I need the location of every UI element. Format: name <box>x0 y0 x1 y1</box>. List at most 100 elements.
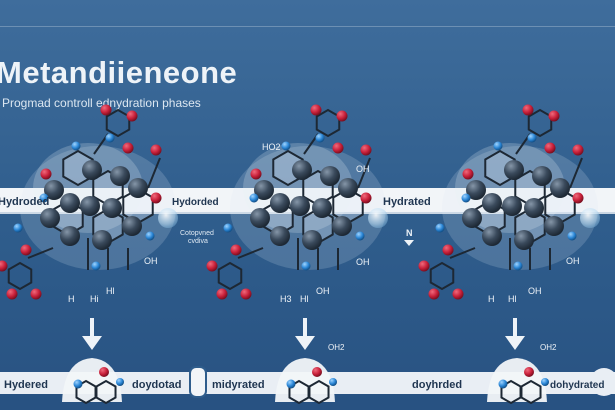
carbon-atom <box>292 160 312 180</box>
bottom-ring-bond <box>7 261 33 291</box>
oxygen-atom <box>0 260 8 272</box>
nitrogen-atom <box>435 223 445 233</box>
diagram-title: Metandiieneone <box>0 55 238 90</box>
nitrogen-atom <box>116 378 124 386</box>
mol2-h2-label: Hl <box>300 294 309 304</box>
water-bubble <box>580 208 600 228</box>
nitrogen-atom <box>355 231 365 241</box>
bottom-label-2: doydotad <box>132 379 182 391</box>
bottom-molecule-1 <box>62 358 124 405</box>
oxygen-atom <box>150 192 162 204</box>
nitrogen-atom <box>281 141 291 151</box>
nitrogen-atom <box>493 141 503 151</box>
carbon-atom <box>250 208 270 228</box>
carbon-atom <box>40 208 60 228</box>
molecule-3 <box>418 104 600 300</box>
band-label-top-right: Hydrated <box>383 196 431 208</box>
carbon-atom <box>92 230 112 250</box>
n-mark-arrow-icon <box>404 240 414 246</box>
molecule-1 <box>0 104 178 300</box>
carbon-atom <box>466 180 486 200</box>
nitrogen-atom <box>527 133 537 143</box>
carbon-atom <box>44 180 64 200</box>
carbon-atom <box>532 166 552 186</box>
mol3-h1-label: H <box>488 294 495 304</box>
oxygen-atom <box>360 192 372 204</box>
carbon-atom <box>504 160 524 180</box>
molecule-2 <box>206 104 388 300</box>
mol1-h2-label: Hi <box>90 294 99 304</box>
oxygen-atom <box>6 288 18 300</box>
oxygen-atom <box>418 260 430 272</box>
center-note-1: Cotopvned <box>180 230 214 237</box>
oxygen-atom <box>544 142 556 154</box>
bottom-label-3: midyrated <box>212 379 265 391</box>
bottom-band-connector <box>189 366 207 398</box>
top-band-shadow <box>0 212 615 214</box>
nitrogen-atom <box>567 231 577 241</box>
mol1-h1-label: H <box>68 294 75 304</box>
nitrogen-atom <box>541 378 549 386</box>
mol3-h3-label: OH <box>528 286 542 296</box>
carbon-atom <box>338 178 358 198</box>
oxygen-atom <box>336 110 348 122</box>
oxygen-atom <box>312 367 322 377</box>
carbon-atom <box>60 193 80 213</box>
oxygen-atom <box>216 288 228 300</box>
bottom-ring-bond <box>429 261 455 291</box>
nitrogen-atom <box>71 141 81 151</box>
nitrogen-atom <box>73 379 83 389</box>
bond <box>449 247 476 259</box>
carbon-atom <box>60 226 80 246</box>
nitrogen-atom <box>329 378 337 386</box>
mol3-h2-label: Hl <box>508 294 517 304</box>
nitrogen-atom <box>513 261 523 271</box>
mol2-h3-label: OH <box>316 286 330 296</box>
carbon-atom <box>122 216 142 236</box>
down-arrow-2-icon <box>295 318 315 350</box>
oxygen-atom <box>20 244 32 256</box>
carbon-atom <box>462 208 482 228</box>
bottom-oh-label-1: OH2 <box>328 343 345 352</box>
bond <box>569 157 583 189</box>
oxygen-atom <box>250 168 262 180</box>
oxygen-atom <box>150 144 162 156</box>
carbon-atom <box>102 198 122 218</box>
bottom-label-5: dohydrated <box>550 380 604 391</box>
bottom-molecule-3 <box>487 358 549 405</box>
oxygen-atom <box>310 104 322 116</box>
oxygen-atom <box>522 104 534 116</box>
oxygen-atom <box>548 110 560 122</box>
carbon-atom <box>320 166 340 186</box>
carbon-atom <box>332 216 352 236</box>
mol2-oh-label: OH <box>356 257 370 267</box>
nitrogen-atom <box>223 223 233 233</box>
bond <box>237 247 264 259</box>
carbon-atom <box>270 193 290 213</box>
carbon-atom <box>302 230 322 250</box>
carbon-atom <box>544 216 564 236</box>
bottom-band-end-cap <box>590 368 615 396</box>
nitrogen-atom <box>461 193 471 203</box>
bottom-label-1: Hydered <box>4 379 48 391</box>
carbon-atom <box>128 178 148 198</box>
carbon-atom <box>82 160 102 180</box>
mol1-oh-label: OH <box>144 256 158 266</box>
carbon-atom <box>524 198 544 218</box>
carbon-atom <box>482 226 502 246</box>
oxygen-atom <box>428 288 440 300</box>
bottom-ring-bond <box>520 379 542 405</box>
bottom-molecule-backdrop <box>62 358 122 402</box>
carbon-atom <box>550 178 570 198</box>
bottom-ring-bond <box>95 379 117 405</box>
mol2-oh-top-label: OH <box>356 164 370 174</box>
carbon-atom <box>290 196 310 216</box>
oxygen-atom <box>126 110 138 122</box>
oxygen-atom <box>206 260 218 272</box>
oxygen-atom <box>40 168 52 180</box>
oxygen-atom <box>240 288 252 300</box>
bottom-oh-label-2: OH2 <box>540 343 557 352</box>
nitrogen-atom <box>91 261 101 271</box>
bottom-molecule-backdrop <box>275 358 335 402</box>
